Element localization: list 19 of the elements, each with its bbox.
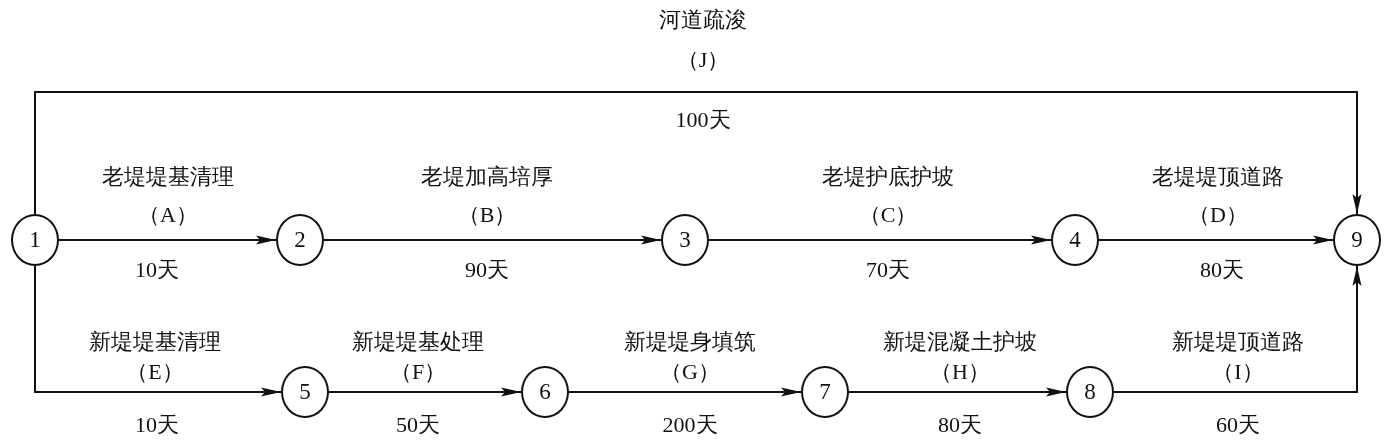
arrow [568,387,802,397]
event-circle: 8 [1066,366,1114,418]
arrow [328,387,522,397]
arrow [1098,235,1334,245]
arrow [323,235,662,245]
arrow [34,265,282,397]
arrow [34,91,1362,215]
event-circle: 7 [801,366,849,418]
arrow [708,235,1052,245]
event-circle: 4 [1051,214,1099,266]
event-circle: 5 [281,366,329,418]
arrow [58,235,277,245]
arrow [848,387,1067,397]
event-circle: 2 [276,214,324,266]
event-circle: 9 [1333,214,1381,266]
arrow [1113,265,1362,393]
event-circle: 3 [661,214,709,266]
event-circle: 6 [521,366,569,418]
event-circle: 1 [11,214,59,266]
